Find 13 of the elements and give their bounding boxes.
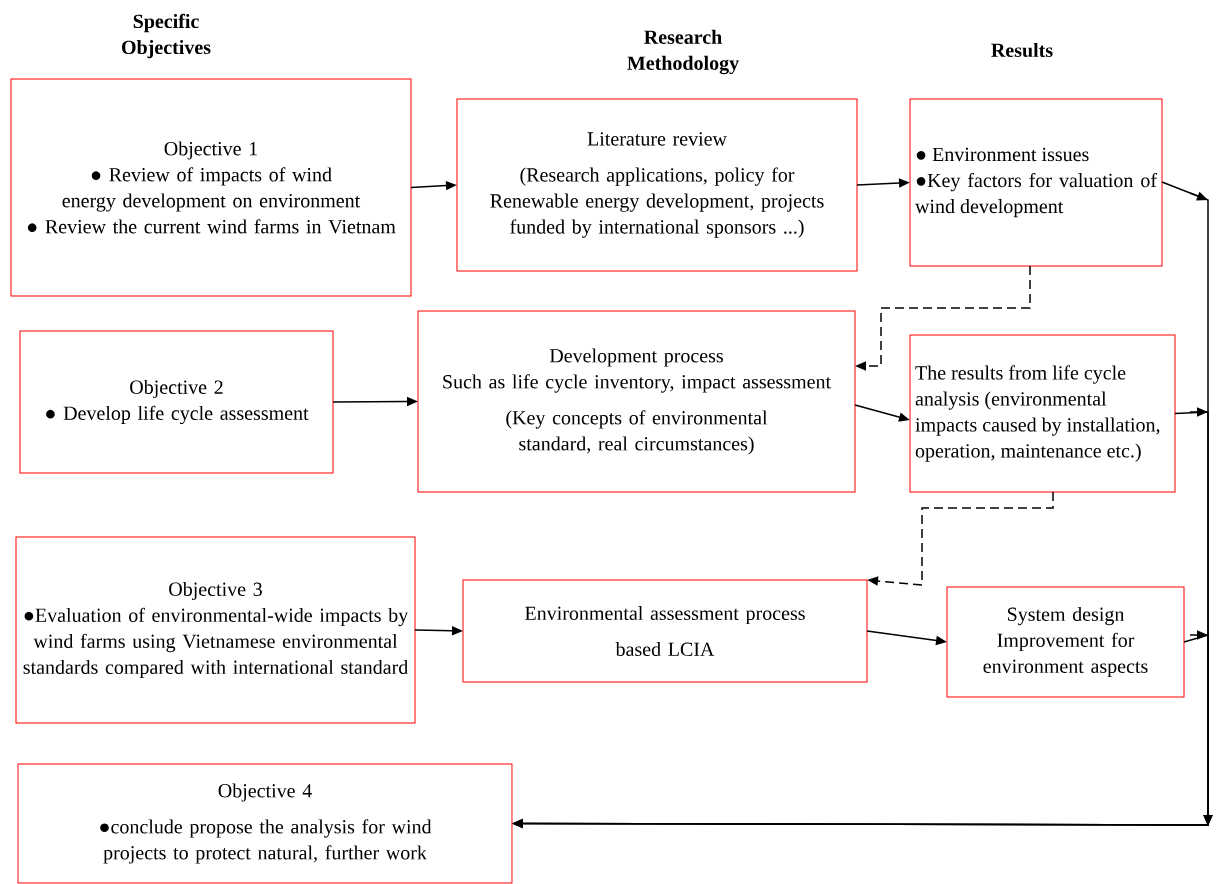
process-box: Objective 3 ●Evaluation of environmental-wide impacts by wind farms using Vietnamese environmental standards compared with international standard xyxy=(15,536,416,724)
column-heading: Research Methodology xyxy=(627,29,739,75)
process-box: Literature review (Research applications, policy for Renewable energy development, projects funded by international sponsors ...) xyxy=(456,98,858,272)
process-box: The results from life cycle analysis (environmental impacts caused by installation, operation, maintenance etc.) xyxy=(909,334,1176,493)
process-box: System design Improvement for environment aspects xyxy=(946,586,1185,698)
process-box: ● Environment issues ●Key factors for valuation of wind development xyxy=(909,98,1163,267)
column-heading: Results xyxy=(991,42,1053,58)
column-heading: Specific Objectives xyxy=(122,13,211,59)
process-box: Objective 4 ●conclude propose the analysis for wind projects to protect natural, further work xyxy=(17,763,513,884)
process-box: Objective 1 ● Review of impacts of wind energy development on environment ● Review the current wind farms in Vietnam xyxy=(10,78,412,297)
process-box: Development process Such as life cycle inventory, impact assessment (Key concepts of environmental standard, real circumstances) xyxy=(417,310,856,493)
process-box: Objective 2 ● Develop life cycle assessment xyxy=(19,330,334,474)
process-box: Environmental assessment process based LCIA xyxy=(462,579,868,683)
